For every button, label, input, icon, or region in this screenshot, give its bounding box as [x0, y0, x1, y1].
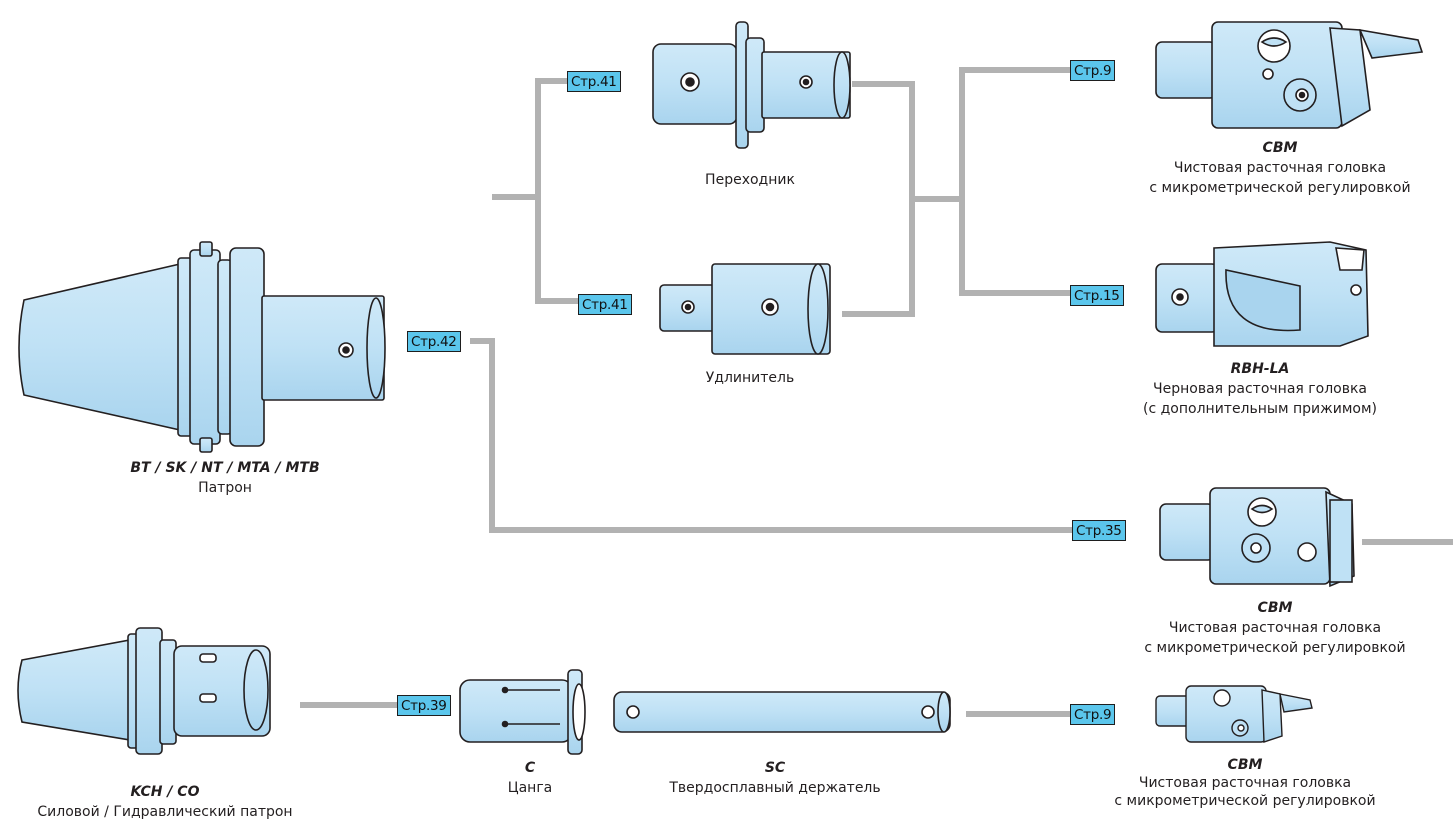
- connector-to-heads: [959, 67, 1070, 296]
- caption-cbm-top: CBM Чистовая расточная головка с микроме…: [1120, 138, 1440, 198]
- caption-holder: BT / SK / NT / MTA / MTB Патрон: [120, 458, 330, 498]
- caption-holder-desc: Патрон: [198, 480, 252, 496]
- page-ref-main[interactable]: Стр.42: [407, 331, 461, 352]
- extension-icon: [659, 263, 831, 355]
- adapter-icon: [652, 21, 851, 149]
- caption-cbm-bottom-code: CBM: [1227, 757, 1263, 773]
- rbh-la-icon: [1155, 241, 1369, 347]
- connector-lines: [300, 67, 1453, 717]
- connector-extension-out: [842, 199, 915, 317]
- page-ref-adapter[interactable]: Стр.41: [567, 71, 621, 92]
- caption-sc-code: SC: [764, 760, 786, 776]
- caption-cbm-top-line2: с микрометрической регулировкой: [1149, 180, 1411, 196]
- caption-collet: C Цанга: [480, 758, 580, 798]
- page-ref-rbh[interactable]: Стр.15: [1070, 285, 1124, 306]
- connector-main-to-adapters: [492, 194, 578, 304]
- caption-cbm-top-code: CBM: [1262, 140, 1298, 156]
- connector-to-adapter: [535, 78, 567, 197]
- bt-holder-icon: [18, 241, 386, 453]
- caption-rbh: RBH-LA Черновая расточная головка (с доп…: [1110, 359, 1410, 419]
- caption-extension: Удлинитель: [670, 368, 830, 388]
- caption-rbh-line1: Черновая расточная головка: [1153, 381, 1367, 397]
- page-ref-cbm-bottom[interactable]: Стр.9: [1070, 704, 1116, 725]
- page-ref-collet[interactable]: Стр.39: [397, 695, 451, 716]
- caption-cbm-bottom-line1: Чистовая расточная головка: [1138, 775, 1352, 791]
- caption-holder-code: BT / SK / NT / MTA / MTB: [130, 460, 320, 476]
- page-ref-cbm-mid[interactable]: Стр.35: [1072, 520, 1126, 541]
- caption-cbm-mid-line2: с микрометрической регулировкой: [1144, 640, 1406, 656]
- connector-main-trunk: [470, 338, 1072, 533]
- caption-cbm-top-line1: Чистовая расточная головка: [1173, 160, 1387, 176]
- caption-rbh-line2: (с дополнительным прижимом): [1143, 401, 1377, 417]
- caption-cbm-bottom-line2: с микрометрической регулировкой: [1114, 793, 1376, 809]
- caption-collet-code: C: [524, 760, 536, 776]
- cbm-mid-icon: [1159, 487, 1355, 588]
- cbm-bottom-icon: [1155, 685, 1313, 743]
- cbm-top-icon: [1155, 21, 1424, 129]
- caption-rbh-code: RBH-LA: [1230, 361, 1290, 377]
- caption-cbm-mid-line1: Чистовая расточная головка: [1168, 620, 1382, 636]
- caption-adapter: Переходник: [660, 170, 840, 190]
- caption-sc-desc: Твердосплавный держатель: [669, 780, 881, 796]
- caption-cbm-mid: CBM Чистовая расточная головка с микроме…: [1115, 598, 1435, 658]
- caption-cbm-bottom: CBM Чистовая расточная головка с микроме…: [1080, 756, 1410, 810]
- caption-kch: KCH / CO Силовой / Гидравлический патрон: [0, 782, 330, 822]
- caption-sc: SC Твердосплавный держатель: [640, 758, 910, 798]
- caption-collet-desc: Цанга: [507, 780, 553, 796]
- connector-adapter-out: [852, 81, 962, 202]
- caption-extension-desc: Удлинитель: [705, 370, 795, 386]
- page-ref-cbm-top[interactable]: Стр.9: [1070, 60, 1116, 81]
- collet-icon: [459, 669, 586, 755]
- caption-adapter-desc: Переходник: [705, 172, 795, 188]
- kch-holder-icon: [17, 627, 271, 755]
- caption-cbm-mid-code: CBM: [1257, 600, 1293, 616]
- caption-kch-desc: Силовой / Гидравлический патрон: [37, 804, 293, 820]
- caption-kch-code: KCH / CO: [130, 784, 200, 800]
- sc-holder-icon: [613, 691, 951, 733]
- page-ref-extension[interactable]: Стр.41: [578, 294, 632, 315]
